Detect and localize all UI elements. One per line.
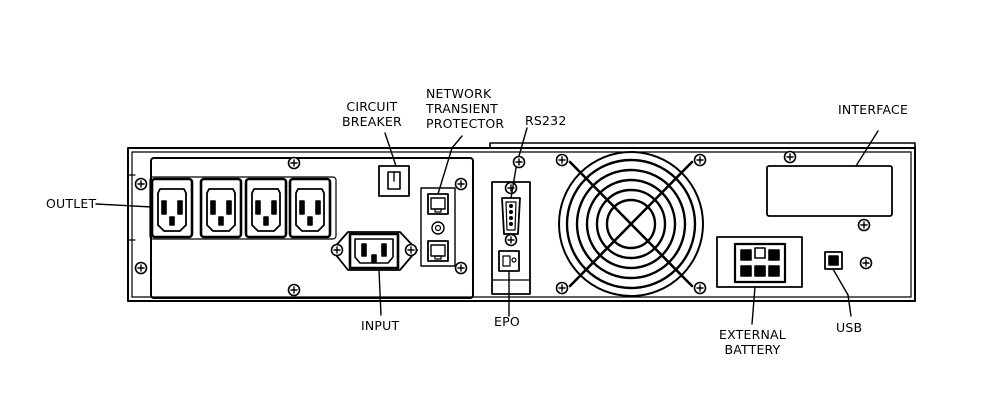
label-line: TRANSIENT <box>426 101 499 116</box>
circuit-breaker <box>378 165 410 197</box>
label-line: BREAKER <box>342 114 402 129</box>
outlet-group <box>149 176 337 240</box>
outlet-socket-icon <box>288 177 332 239</box>
rj45-port-icon <box>427 240 449 262</box>
input-socket <box>330 231 418 271</box>
outlet-socket-icon <box>199 177 243 239</box>
usb-port <box>824 251 873 270</box>
label-input: INPUT <box>361 318 400 333</box>
outlet-socket-icon <box>150 177 194 239</box>
screw-icon <box>287 156 301 170</box>
communication-module <box>491 155 531 295</box>
label-line: CIRCUIT <box>346 99 398 114</box>
rj45-port-icon <box>427 193 449 215</box>
outlet-socket-icon <box>244 177 288 239</box>
network-transient-protector <box>420 187 456 267</box>
interface-slot <box>766 150 893 232</box>
label-line: BATTERY <box>724 342 781 357</box>
label-network-transient-protector: NETWORK TRANSIENT PROTECTOR <box>426 86 504 131</box>
label-external-battery: EXTERNAL BATTERY <box>719 327 786 357</box>
label-rs232: RS232 <box>525 113 567 128</box>
callout-lines <box>95 127 879 325</box>
label-line: EXTERNAL <box>719 327 786 342</box>
cooling-fan <box>555 151 707 297</box>
label-circuit-breaker: CIRCUIT BREAKER <box>342 99 402 129</box>
label-interface: INTERFACE <box>838 102 909 117</box>
external-battery-connector <box>716 236 803 288</box>
label-usb: USB <box>836 320 863 335</box>
label-epo: EPO <box>494 314 520 329</box>
label-line: NETWORK <box>426 86 492 101</box>
label-outlet: OUTLET <box>46 196 97 211</box>
label-line: PROTECTOR <box>426 116 505 131</box>
